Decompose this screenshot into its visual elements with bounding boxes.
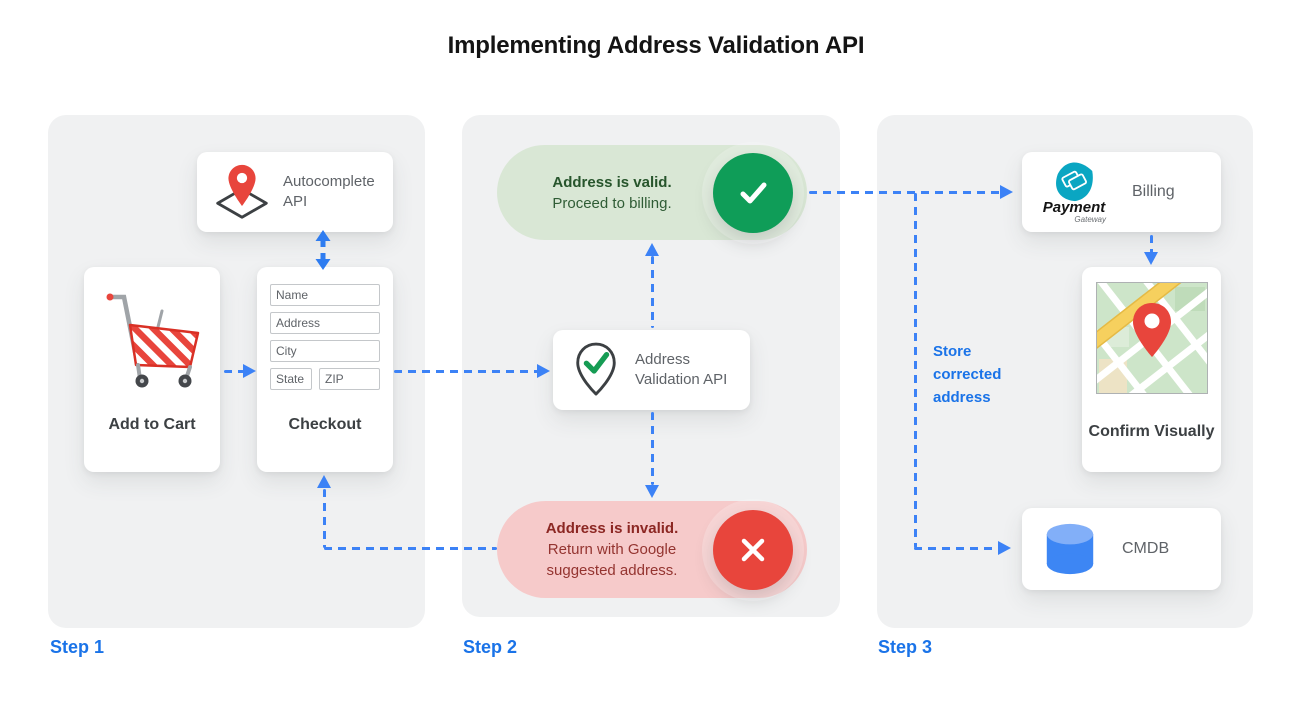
checkout-city-input[interactable] <box>270 340 380 362</box>
map-pin-check-icon <box>571 341 621 399</box>
arrow-checkout-to-validation-line <box>394 370 538 373</box>
billing-card: Payment Gateway Billing <box>1022 152 1221 232</box>
arrow-cart-to-checkout-line <box>224 370 244 373</box>
add-to-cart-card: Add to Cart <box>84 267 220 472</box>
page-title: Implementing Address Validation API <box>447 32 865 59</box>
step2-label: Step 2 <box>463 637 518 657</box>
arrow-valid-to-billing-head <box>1000 185 1013 199</box>
x-circle-icon <box>713 509 793 590</box>
store-corrected-vline <box>914 193 917 548</box>
map-thumbnail <box>1095 282 1208 394</box>
checkout-name-input[interactable] <box>270 284 380 306</box>
check-circle-icon <box>713 152 793 233</box>
arrow-billing-to-confirm-line <box>1150 235 1153 253</box>
store-corrected-address-note: Store corrected address <box>933 343 1002 406</box>
arrow-validation-to-invalid-line <box>651 412 654 485</box>
payment-gateway-logo-subtitle: Gateway <box>1074 215 1106 224</box>
autocomplete-api-label: Autocomplete API <box>283 173 375 210</box>
address-valid-text: Address is valid. Proceed to billing. <box>497 172 713 214</box>
checkout-card: Checkout <box>257 267 393 472</box>
store-corrected-hline <box>914 547 999 550</box>
payment-gateway-logo: Payment Gateway <box>1036 160 1112 224</box>
address-invalid-title: Address is invalid. <box>545 520 679 537</box>
checkout-zip-input[interactable] <box>319 368 380 390</box>
address-valid-pill: Address is valid. Proceed to billing. <box>497 145 807 240</box>
step3-label: Step 3 <box>878 637 933 657</box>
address-validation-api-label: Address Validation API <box>635 351 728 388</box>
shopping-cart-icon <box>102 291 202 391</box>
arrow-valid-to-billing-line <box>809 191 1001 194</box>
address-validation-api-card: Address Validation API <box>553 330 750 410</box>
autocomplete-api-card: Autocomplete API <box>197 152 393 232</box>
database-icon <box>1044 522 1096 576</box>
double-arrow-checkout-autocomplete <box>315 230 331 270</box>
confirm-visually-card: Confirm Visually <box>1082 267 1221 472</box>
payment-gateway-logo-title: Payment <box>1042 199 1106 216</box>
address-valid-subtitle: Proceed to billing. <box>552 194 672 212</box>
cmdb-label: CMDB <box>1122 540 1170 557</box>
arrow-billing-to-confirm-head <box>1144 252 1158 265</box>
address-valid-title: Address is valid. <box>552 173 672 191</box>
map-pin-diamond-icon <box>213 163 271 221</box>
arrow-checkout-to-validation-head <box>537 364 550 378</box>
address-invalid-text: Address is invalid. Return with Google s… <box>497 518 713 581</box>
arrow-validation-to-valid-head <box>645 243 659 256</box>
checkout-label: Checkout <box>288 416 362 433</box>
arrow-store-to-cmdb-head <box>998 541 1011 555</box>
confirm-visually-label: Confirm Visually <box>1088 423 1215 440</box>
arrow-cart-to-checkout-head <box>243 364 256 378</box>
address-invalid-pill: Address is invalid. Return with Google s… <box>497 501 807 598</box>
arrow-invalid-return-hline <box>324 547 497 550</box>
step1-label: Step 1 <box>50 637 105 657</box>
add-to-cart-label: Add to Cart <box>108 416 196 433</box>
address-invalid-subtitle: Return with Google suggested address. <box>546 541 678 579</box>
arrow-validation-to-valid-line <box>651 256 654 328</box>
cmdb-card: CMDB <box>1022 508 1221 590</box>
arrow-validation-to-invalid-head <box>645 485 659 498</box>
arrow-invalid-return-head <box>317 475 331 488</box>
checkout-address-input[interactable] <box>270 312 380 334</box>
arrow-invalid-return-vline <box>323 489 326 548</box>
billing-label: Billing <box>1132 183 1175 200</box>
checkout-state-input[interactable] <box>270 368 312 390</box>
